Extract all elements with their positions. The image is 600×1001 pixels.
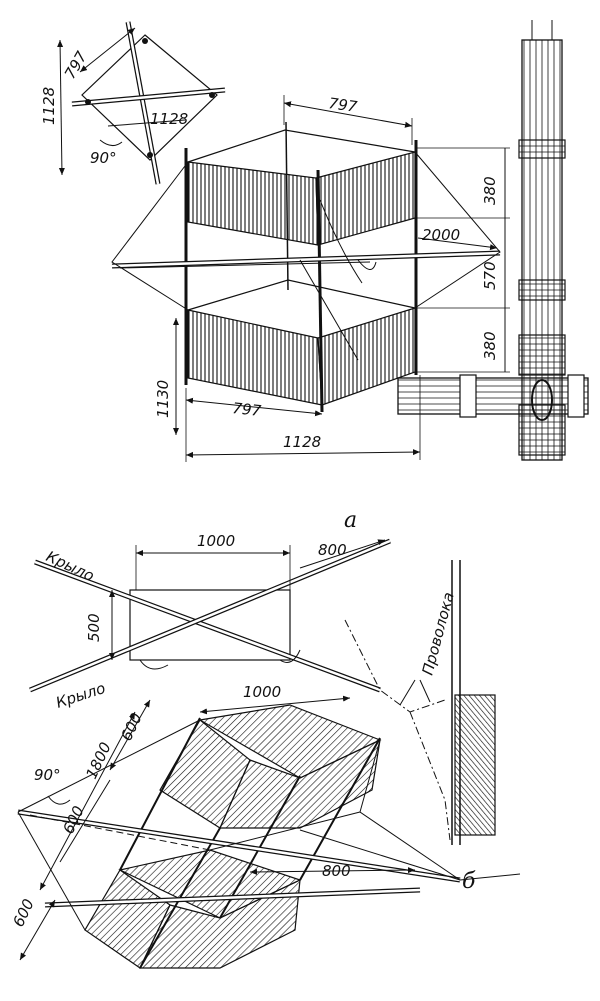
dim-1130: 1130 (154, 380, 172, 418)
dim-bottom-1128: 1128 (283, 433, 321, 451)
winged-kite-body (17, 695, 521, 969)
plan-dim-1000: 1000 (197, 532, 235, 550)
kite-dim-1000: 1000 (243, 683, 281, 701)
plan-dim-800: 800 (318, 541, 347, 559)
inset-angle-90: 90° (90, 149, 117, 167)
dim-380-lower: 380 (481, 331, 499, 360)
wing-label-lower: Крыло (54, 679, 108, 712)
kite-dim-1800: 1800 (82, 739, 114, 781)
plan-view (29, 538, 391, 693)
dim-2000: 2000 (422, 226, 460, 244)
wire-attachment-detail (344, 560, 496, 845)
inset-dim-1128-vertical: 1128 (40, 87, 58, 125)
dim-570: 570 (481, 261, 499, 290)
figure-label-b: б (462, 869, 476, 894)
dim-bottom-797: 797 (232, 399, 263, 420)
plan-dim-500: 500 (85, 613, 103, 642)
inset-dim-797: 797 (61, 48, 91, 82)
box-kite-body (111, 95, 510, 462)
dim-top-797: 797 (327, 94, 358, 116)
inset-cross-frame (57, 21, 226, 185)
kite-angle-90: 90° (34, 766, 61, 784)
figure-a-box-kite: 797 1128 1128 90° (40, 20, 589, 533)
inset-dim-1128-diagonal: 1128 (150, 110, 188, 128)
bamboo-joint-detail (397, 20, 589, 461)
figure-label-a: а (344, 508, 357, 533)
wing-label-upper: Крыло (43, 547, 97, 585)
figure-b-winged-kite: Крыло Крыло 1000 500 800 Проволока (9, 532, 521, 969)
kite-dim-800: 800 (322, 862, 351, 880)
dim-380-upper: 380 (481, 176, 499, 205)
kite-dim-600-bottom: 600 (9, 896, 37, 930)
